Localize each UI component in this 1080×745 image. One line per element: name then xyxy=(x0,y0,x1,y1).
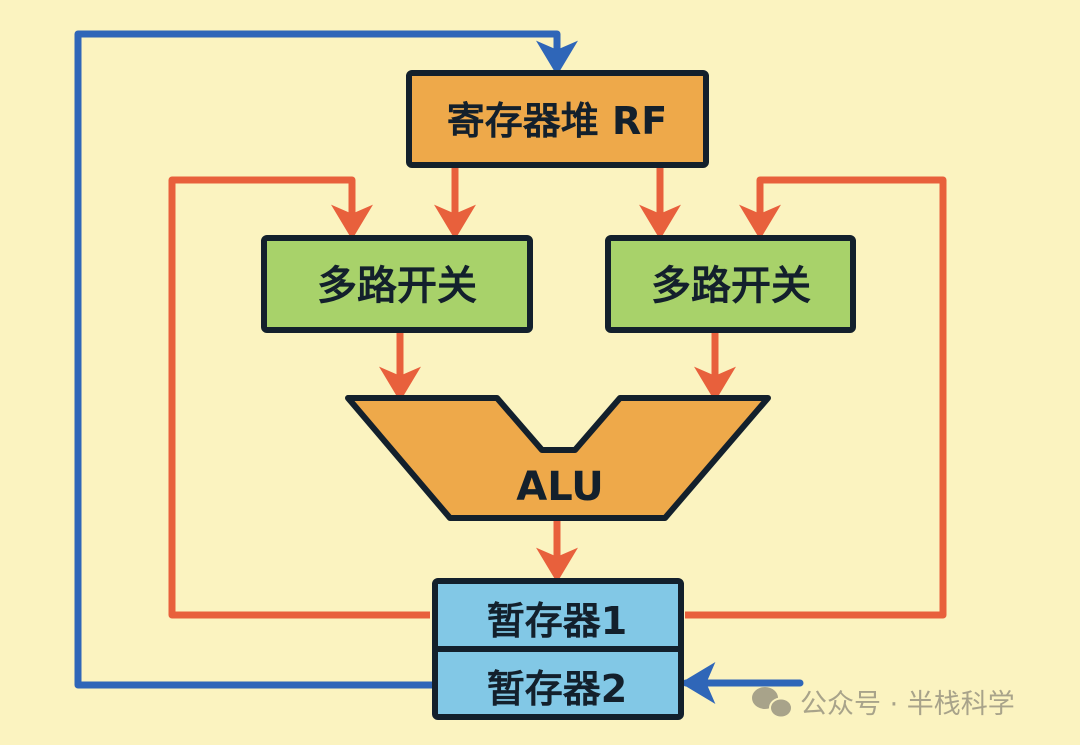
mux-right-node: 多路开关 xyxy=(605,235,856,333)
temp-register-2-label: 暂存器2 xyxy=(487,667,627,711)
temp-registers-node: 暂存器1 暂存器2 xyxy=(432,578,684,720)
wechat-icon xyxy=(752,687,793,719)
feedback-arrow-reg2-to-rf xyxy=(74,30,578,689)
temp-register-1-label: 暂存器1 xyxy=(487,599,627,643)
register-file-node: 寄存器堆 RF xyxy=(406,70,709,168)
alu-label: ALU xyxy=(516,464,604,510)
arrow-left-loop xyxy=(168,176,430,619)
arrow-right-loop xyxy=(685,176,947,619)
mux-left-label: 多路开关 xyxy=(317,263,477,309)
alu-node: ALU xyxy=(345,395,771,521)
watermark: 公众号 · 半栈科学 xyxy=(752,687,1015,720)
mux-left-node: 多路开关 xyxy=(261,235,533,333)
mux-right-label: 多路开关 xyxy=(651,263,811,309)
register-file-label: 寄存器堆 RF xyxy=(447,99,667,143)
watermark-text: 公众号 · 半栈科学 xyxy=(800,689,1015,720)
